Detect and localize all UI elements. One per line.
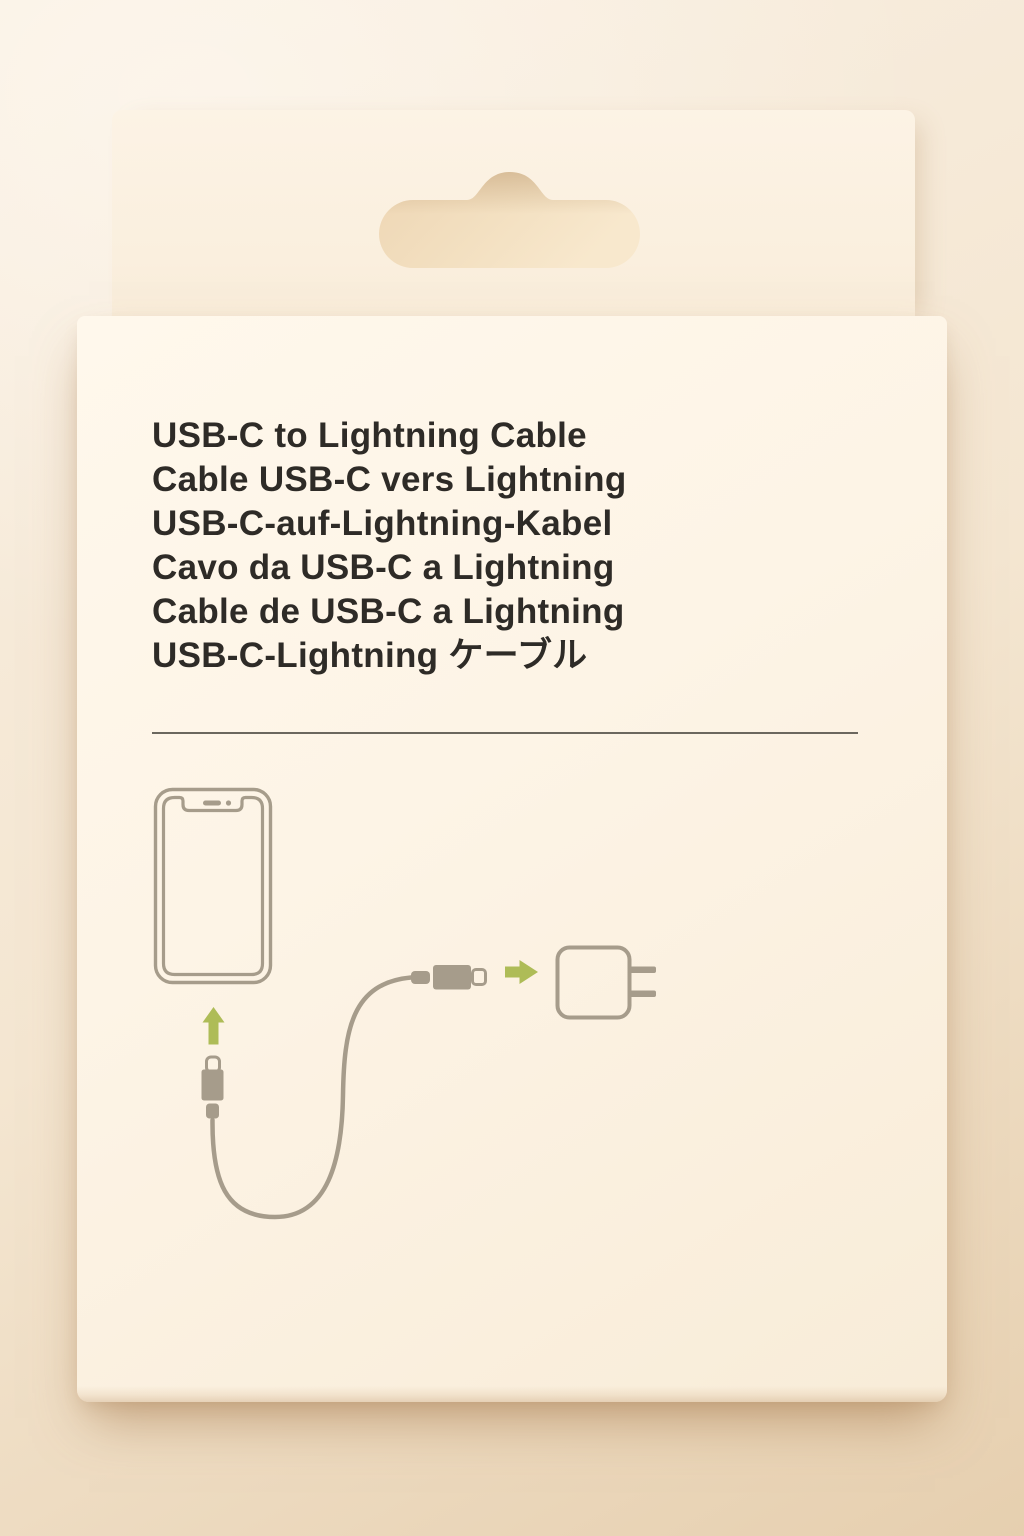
product-name-it: Cavo da USB-C a Lightning bbox=[152, 548, 615, 587]
lightning-connector-icon bbox=[201, 1055, 224, 1119]
box-front-panel: USB-C to Lightning Cable Cable USB-C ver… bbox=[77, 316, 947, 1402]
adapter-prong-top bbox=[628, 966, 656, 973]
product-names: USB-C to Lightning Cable Cable USB-C ver… bbox=[152, 414, 627, 678]
usb-c-strain-relief bbox=[411, 971, 430, 984]
product-name-en: USB-C to Lightning Cable bbox=[152, 416, 587, 455]
hang-hole-svg bbox=[379, 172, 640, 268]
product-name-ja: USB-C-Lightning ケーブル bbox=[152, 636, 588, 675]
hang-hole-cutout bbox=[379, 172, 640, 268]
speaker-slot bbox=[203, 800, 221, 806]
hang-tab bbox=[112, 110, 915, 322]
usb-c-tip bbox=[471, 968, 487, 986]
lightning-plug-body bbox=[201, 1069, 224, 1101]
product-name-es: Cable de USB-C a Lightning bbox=[152, 592, 625, 631]
phone-body-outline bbox=[153, 787, 273, 985]
lightning-strain-relief bbox=[206, 1103, 219, 1119]
hang-hole-inner-shadow bbox=[379, 172, 640, 214]
cable-line bbox=[210, 975, 414, 1220]
connection-diagram bbox=[153, 787, 656, 1220]
phone-icon bbox=[153, 787, 273, 985]
divider-rule bbox=[152, 732, 858, 734]
camera-dot bbox=[225, 800, 232, 806]
phone-screen-outline bbox=[161, 795, 265, 977]
product-name-de: USB-C-auf-Lightning-Kabel bbox=[152, 504, 613, 543]
usb-c-connector-icon bbox=[411, 965, 487, 990]
up-arrow-icon bbox=[202, 1007, 225, 1045]
adapter-prong-bottom bbox=[628, 990, 656, 997]
adapter-body-outline bbox=[555, 945, 632, 1020]
usb-c-plug-body bbox=[433, 965, 471, 990]
product-name-fr: Cable USB-C vers Lightning bbox=[152, 460, 627, 499]
right-arrow-icon bbox=[505, 960, 538, 984]
power-adapter-icon bbox=[555, 945, 656, 1020]
